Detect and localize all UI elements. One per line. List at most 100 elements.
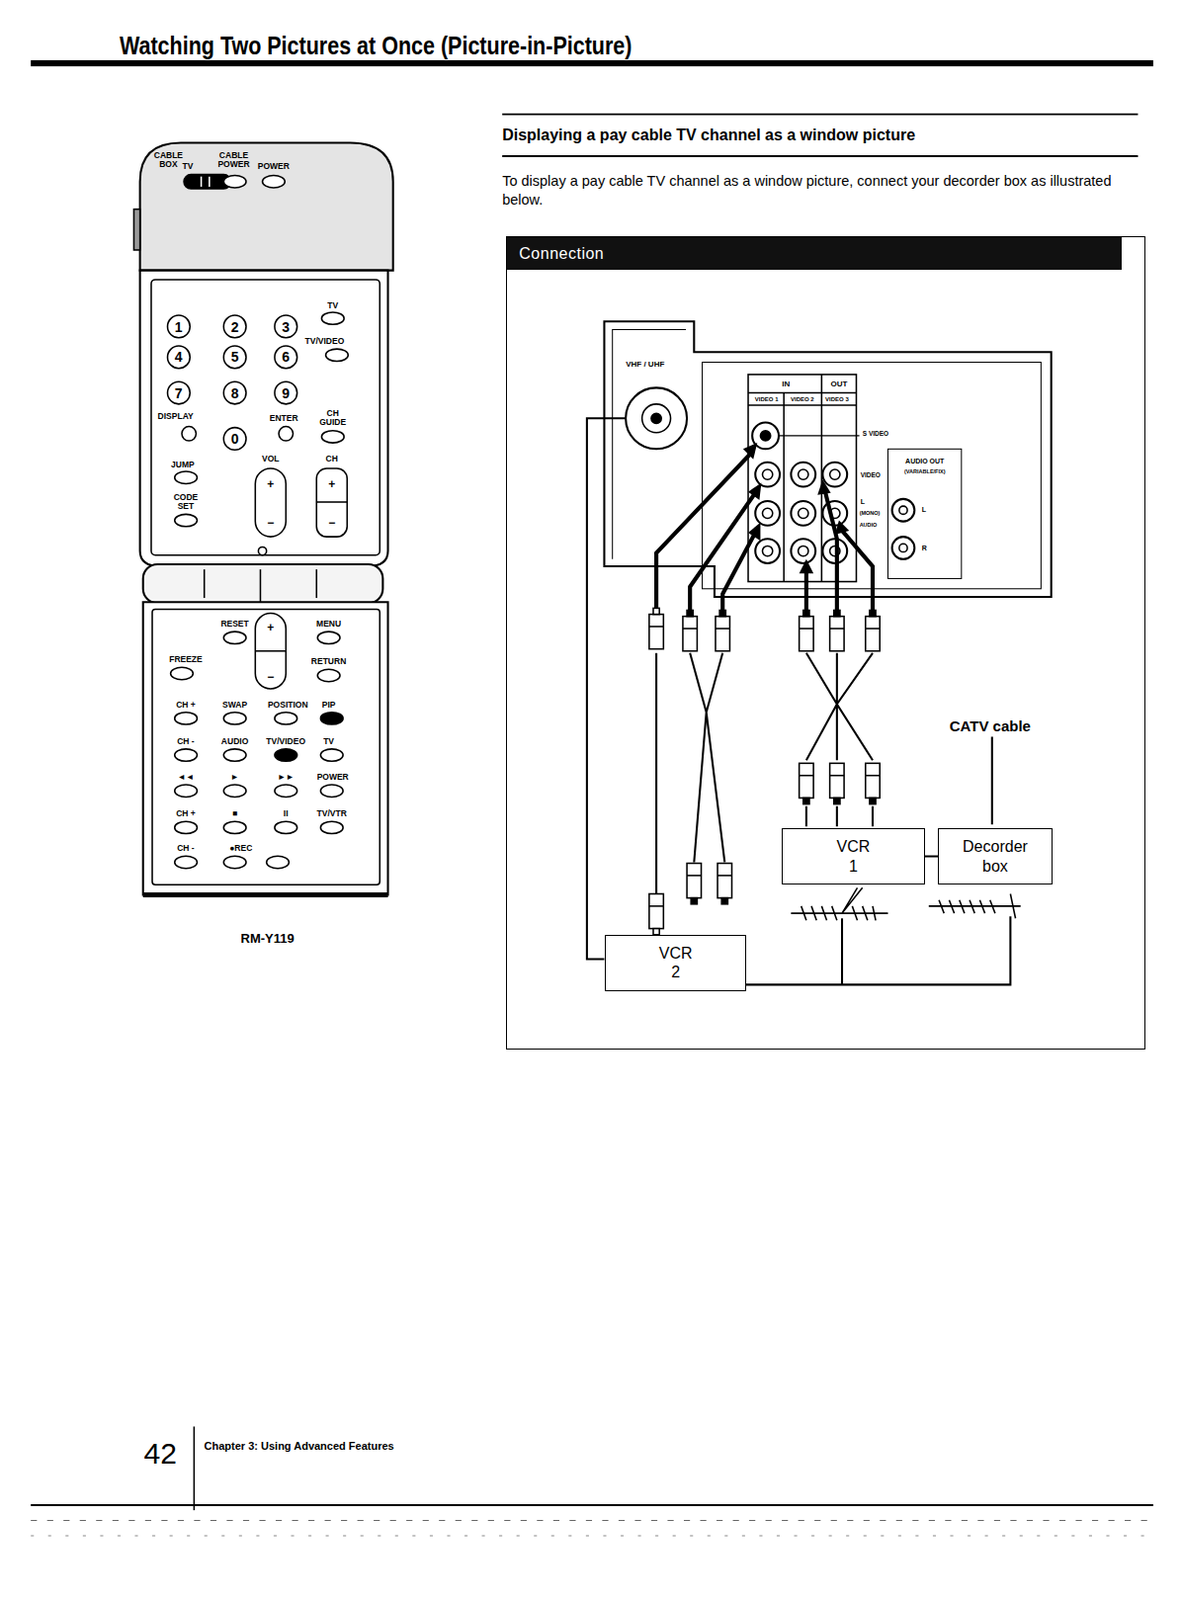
rca-jack [790, 501, 816, 526]
cable-plug [682, 616, 697, 652]
text-label: POWER [317, 772, 349, 782]
drawing-stroke [612, 330, 686, 560]
text-label: ■ [232, 809, 238, 819]
number-button [223, 381, 247, 405]
box-label: VCR 2 [653, 943, 698, 982]
cable-plug [799, 762, 814, 798]
drawing-stroke [316, 468, 347, 537]
remote-button [274, 749, 298, 761]
drawing-stroke [203, 569, 206, 598]
drawing-stroke [824, 490, 837, 611]
drawing-stroke [689, 653, 725, 863]
rca-jack [790, 538, 816, 564]
drawing-stroke [143, 564, 384, 603]
cable-plug [682, 627, 697, 630]
rca-jack [822, 462, 847, 488]
remote-button [174, 513, 198, 526]
text-label: SWAP [222, 699, 248, 709]
remote-button [274, 712, 298, 725]
text-label: + [328, 477, 336, 491]
rca-jack [798, 545, 809, 556]
remote-button [223, 855, 247, 868]
drawing-stroke [143, 601, 389, 895]
remote-button [266, 855, 290, 868]
drawing-stroke [887, 448, 961, 579]
text-label: R [922, 544, 928, 552]
text-label: MENU [316, 619, 341, 629]
remote-button [223, 749, 247, 761]
cable-plug [830, 774, 844, 777]
drawing-stroke [140, 270, 389, 567]
text-label: TV/VIDEO [305, 337, 345, 346]
drawing-stroke [928, 893, 1021, 919]
cable-plug [719, 609, 726, 616]
drawing-stroke [748, 404, 856, 407]
heading-rule [502, 113, 1138, 116]
text-label: + [266, 477, 274, 491]
drawing-stroke [689, 493, 756, 611]
text-label: VHF / UHF [625, 360, 665, 369]
drawing-stroke [254, 650, 286, 653]
tv-rear-panel [603, 321, 1051, 597]
text-label: VIDEO 2 [790, 396, 815, 403]
drawing-stroke [254, 468, 286, 537]
section-band: Connection [506, 237, 1122, 270]
text-label: II [283, 809, 289, 819]
drawing-stroke [748, 522, 760, 542]
cable-plug [803, 609, 810, 616]
cable-plug [799, 774, 814, 777]
drawing-stroke [745, 916, 1011, 985]
drawing-stroke [193, 1426, 196, 1511]
text-label: − [266, 670, 274, 683]
text-label: POSITION [267, 699, 309, 709]
remote-button [321, 430, 344, 443]
cable-plug [649, 893, 664, 928]
drawing-stroke [152, 608, 380, 885]
rca-jack [755, 538, 780, 564]
text-label: OUT [831, 380, 848, 389]
text-label: POWER [257, 162, 290, 171]
remote-control [133, 143, 393, 896]
text-label: AUDIO OUT [905, 457, 944, 465]
text-label: AUDIO [859, 522, 878, 529]
drawing-stroke [782, 393, 785, 583]
number-button [274, 315, 298, 338]
text-label: CABLE POWER [215, 151, 253, 169]
drawing-stroke [841, 918, 844, 985]
text-label: ●REC [229, 843, 253, 853]
box-label: VCR 1 [831, 837, 876, 875]
drawing-stroke [778, 434, 860, 436]
text-label: AUDIO [221, 736, 249, 746]
drawing-stroke [748, 392, 856, 395]
drawing-stroke [835, 520, 849, 535]
remote-button [326, 348, 349, 361]
cable-plug [799, 616, 814, 652]
remote-button [174, 821, 198, 834]
text-label: DISPLAY [158, 412, 194, 422]
text-label: TV [182, 162, 194, 171]
drawing-stroke [702, 362, 1042, 590]
text-label: CABLE BOX [151, 151, 186, 169]
text-label: VIDEO 3 [825, 396, 849, 403]
text-label: ◄◄ [177, 772, 195, 782]
cables [587, 418, 1011, 985]
drawing-stroke [759, 430, 770, 441]
drawing-stroke [642, 404, 672, 433]
rca-jack [899, 506, 908, 514]
cable-plug [830, 627, 844, 630]
text-label: − [266, 516, 274, 530]
remote-button [174, 749, 198, 761]
cable-plug [865, 627, 880, 630]
drawing-stroke [257, 546, 266, 555]
text-label: FREEZE [168, 655, 203, 665]
text-label: TV [327, 300, 338, 310]
cable-plug [715, 616, 730, 652]
remote-button [223, 712, 247, 725]
remote-button [181, 426, 196, 441]
text-label: CH - [176, 843, 194, 853]
text-label: VOL [261, 453, 279, 463]
cable-plug [803, 797, 810, 804]
remote-button [320, 784, 343, 797]
text-label: CH GUIDE [317, 410, 348, 428]
device-box: VCR 1 [781, 828, 926, 886]
